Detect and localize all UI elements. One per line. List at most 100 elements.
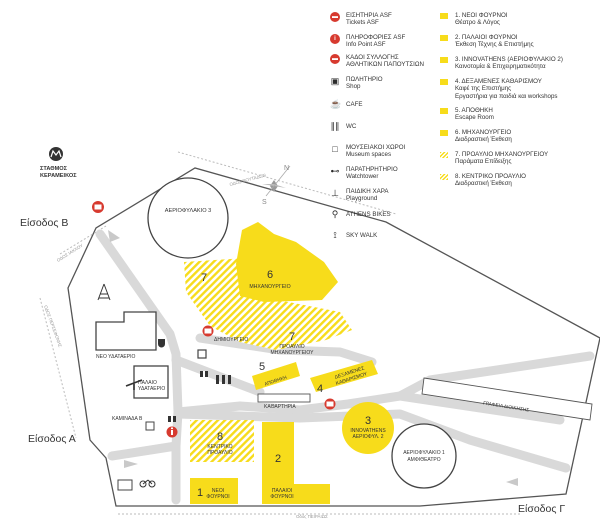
playground-icon: ⊥ xyxy=(331,188,339,198)
compass-n: N xyxy=(284,165,289,172)
bike-icon xyxy=(139,479,156,488)
entrance-b-label[interactable]: Είσοδος Β xyxy=(20,217,68,229)
watchtower-icon xyxy=(97,283,111,301)
zone-3-number: 3 xyxy=(365,415,371,427)
ticket-icon xyxy=(92,201,104,213)
kathartiria-building xyxy=(257,393,311,403)
gift-icon xyxy=(168,416,176,422)
entrance-a-label[interactable]: Είσοδος Α xyxy=(28,433,76,445)
zone-8-central-forecourt xyxy=(190,420,254,462)
legend-swatch-1 xyxy=(440,13,448,19)
gasholder-1 xyxy=(391,423,457,489)
metro-station-label: ΣΤΑΘΜΟΣ xyxy=(40,166,68,172)
gift-icon: ▣ xyxy=(330,76,340,86)
zone-6-label: ΜΗΧΑΝΟΥΡΓΕΙΟ xyxy=(249,284,290,290)
small-building xyxy=(117,479,133,491)
street-pireos: Οδός ΠΕΙΡΑΙΩΣ xyxy=(296,514,328,519)
zone-1-sublabel: ΦΟΥΡΝΟΙ xyxy=(206,494,229,500)
skywalk-icon: ⟟ xyxy=(333,230,337,240)
info-icon: i xyxy=(330,34,340,44)
zone-8-label: ΚΕΝΤΡΙΚΟ xyxy=(207,444,232,450)
zone-2-old-ovens xyxy=(262,422,294,484)
info-icon xyxy=(166,426,178,438)
legend-zone-3: 3. INNOVATHENS (ΑΕΡΙΟΦΥΛΑΚΙΟ 2)Καινοτομί… xyxy=(455,56,563,71)
kaminada-b-building xyxy=(145,421,155,431)
zone-7-label: ΠΡΟΑΥΛΙΟ xyxy=(279,344,304,350)
neo-ydataerio-label: ΝΕΟ ΥΔΑΤΑΕΡΙΟ xyxy=(96,354,135,360)
ticket-icon xyxy=(202,325,214,337)
zone-7-number-a: 7 xyxy=(201,272,207,284)
legend-swatch-6 xyxy=(440,130,448,136)
museum-square-icon xyxy=(197,349,207,359)
zone-2-number: 2 xyxy=(275,453,281,465)
zone-7-forecourt xyxy=(184,258,352,350)
wc-icon xyxy=(216,375,231,384)
street-persefonis: ΟΔΟΣ ΠΕΡΣΕΦΟΝΗΣ xyxy=(43,305,63,348)
gift-icon xyxy=(200,371,208,377)
entrance-arrows xyxy=(108,230,518,486)
ticket-icon xyxy=(324,398,336,410)
gasholder-1-label: ΑΕΡΙΟΦΥΛΑΚΙΟ 1 xyxy=(403,450,445,456)
zone-3-label: INNOVATHENS xyxy=(350,428,386,434)
museum-icon: □ xyxy=(332,144,338,154)
neo-ydataerio-building xyxy=(95,311,157,351)
zone-7-sublabel: ΜΗΧΑΝΟΥΡΓΕΙΟΥ xyxy=(271,350,315,356)
zone-6-mechanourgeio xyxy=(236,222,338,302)
zone-5-apothiki xyxy=(252,362,300,390)
binoculars-icon: ⊷ xyxy=(330,166,340,176)
zone-1-label: ΝΕΟΙ xyxy=(212,488,224,494)
kaminada-label: ΚΑΜΙΝΑΔΑ Β xyxy=(112,416,143,422)
cup-icon: ☕ xyxy=(330,99,342,109)
legend-item-bikes: ATHENS BIKES xyxy=(346,211,391,218)
legend-swatch-7 xyxy=(440,152,448,158)
gasholder-2-innovathens xyxy=(342,402,394,454)
gasholder-3 xyxy=(147,177,229,259)
zone-4-number: 4 xyxy=(317,383,323,395)
wc-icon: ∥∥ xyxy=(330,121,340,131)
palaio-ydataerio-building xyxy=(133,365,169,399)
zone-7-number-b: 7 xyxy=(289,331,295,343)
metro-icon xyxy=(49,147,63,161)
bike-icon: ⚲ xyxy=(331,209,339,219)
entrance-g-label[interactable]: Είσοδος Γ xyxy=(518,503,565,515)
gasholder-3-label: ΑΕΡΙΟΦΥΛΑΚΙΟ 3 xyxy=(165,208,211,214)
playground-icon xyxy=(125,379,143,390)
legend-item-wc: WC xyxy=(346,123,357,130)
street-iakchou: ΟΔΟΣ ΙΑΚΧΟΥ xyxy=(56,243,84,263)
zone-3-sublabel: ΑΕΡΙΟΦΥΛ. 2 xyxy=(353,434,384,440)
palaio-ydataerio-label: ΠΑΛΑΙΟ xyxy=(138,380,157,386)
legend-swatch-8 xyxy=(440,174,448,180)
zone-6-number: 6 xyxy=(267,269,273,281)
zone-1-number: 1 xyxy=(197,487,203,499)
zone-1-new-ovens xyxy=(190,478,238,504)
shoe-bin-icon: ▬ xyxy=(330,54,340,64)
compass-s: S xyxy=(262,199,267,206)
zone-2-label: ΠΑΛΑΙΟΙ xyxy=(272,488,292,494)
palaio-ydataerio-sublabel: ΥΔΑΤΑΕΡΙΟ xyxy=(138,386,165,392)
ticket-icon: ▬ xyxy=(330,12,340,22)
cup-icon xyxy=(158,339,165,348)
metro-station-name: ΚΕΡΑΜΕΙΚΟΣ xyxy=(40,173,77,179)
legend-item-cafe: CAFE xyxy=(346,101,363,108)
zone-8-number: 8 xyxy=(217,431,223,443)
legend-item-skywalk: SKY WALK xyxy=(346,232,378,239)
legend-swatch-3 xyxy=(440,57,448,63)
zone-2-sublabel: ΦΟΥΡΝΟΙ xyxy=(270,494,293,500)
admin-offices-building xyxy=(421,377,593,421)
legend-swatch-2 xyxy=(440,35,448,41)
zone-5-number: 5 xyxy=(259,361,265,373)
legend-swatch-4 xyxy=(440,79,448,85)
